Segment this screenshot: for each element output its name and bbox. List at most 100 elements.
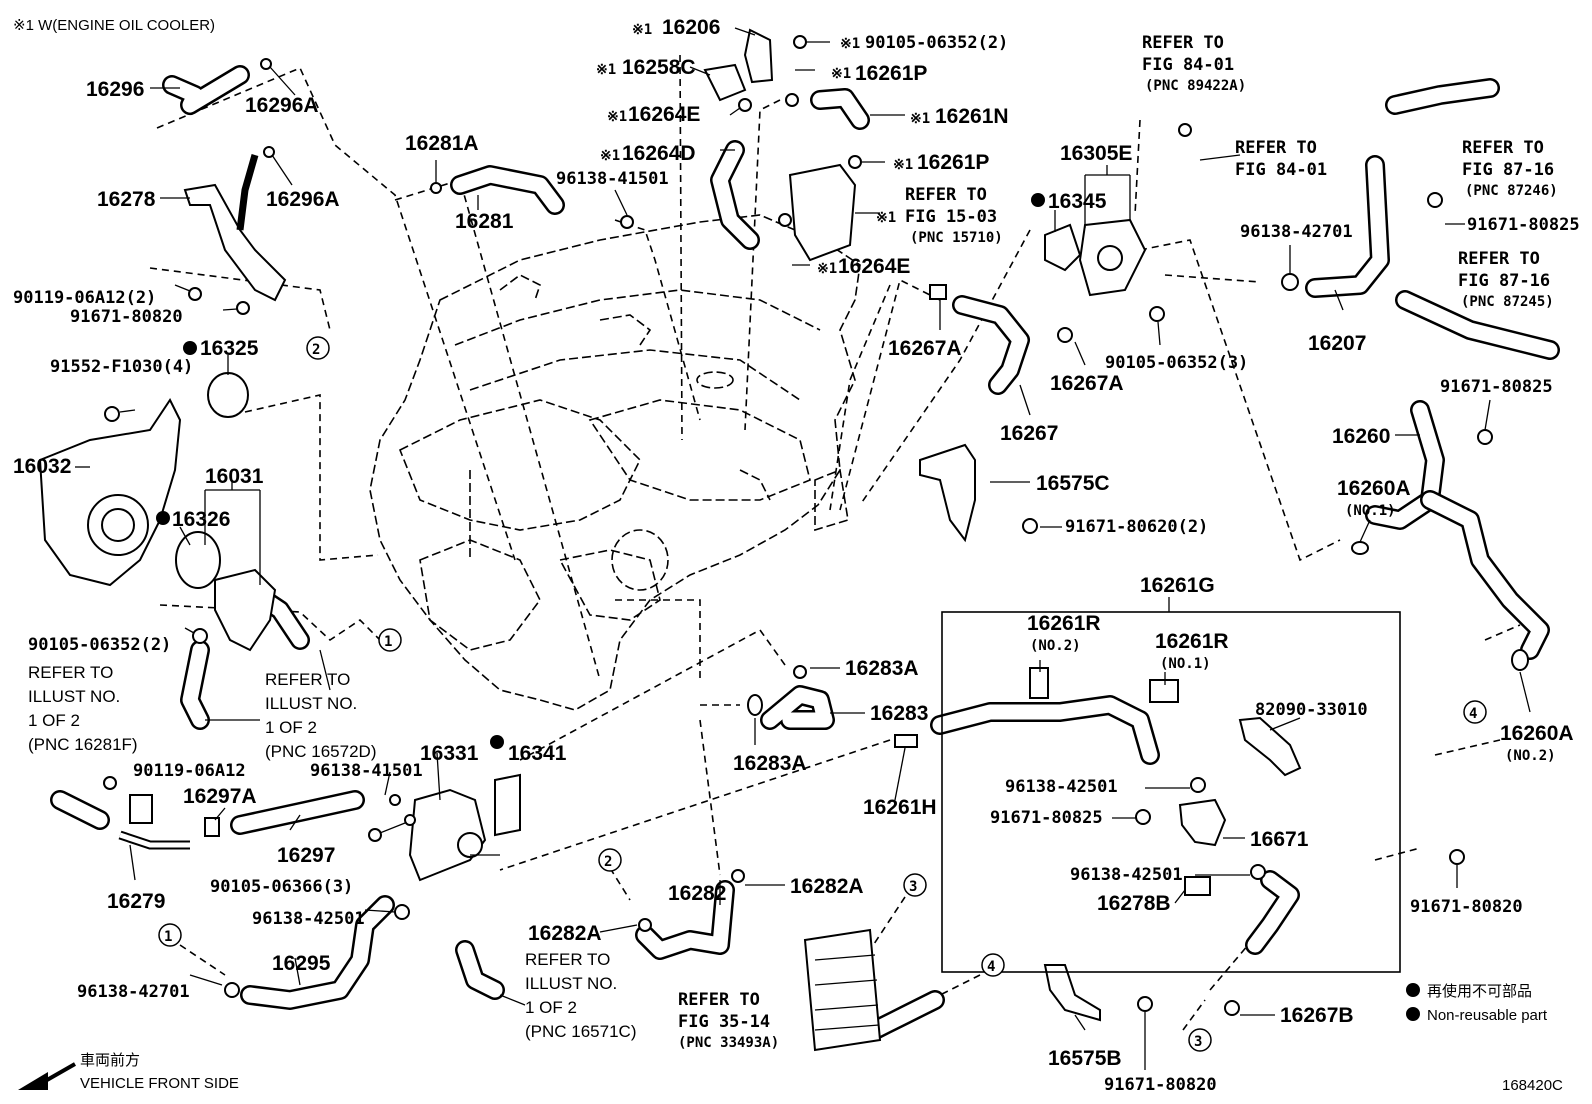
ref-89422A-line2: FIG 84-01 [1142,55,1234,75]
label-96138-42701: 96138-42701 [1240,222,1353,242]
hose-cooler-out [865,990,945,1040]
marker-4: 4 [1469,706,1477,722]
ref-16572D-line3: 1 OF 2 [265,718,317,737]
marker-note-1: ※1 [840,36,860,52]
sensor-16671 [1178,798,1227,847]
label-91671-80825: 91671-80825 [1440,377,1553,397]
engine-block-outline [369,214,861,711]
label-16261P: 16261P [855,62,927,85]
clamp-16260A-2 [1511,649,1529,671]
label-16258C: 16258C [622,56,696,79]
bracket-16278 [183,183,287,302]
label-16267B: 16267B [1280,1004,1354,1027]
label-16283: 16283 [870,702,928,725]
label-16260: 16260 [1332,425,1390,448]
label-16267A: 16267A [888,337,962,360]
label-16261R: 16261R [1027,612,1101,635]
label-16282A: 16282A [528,922,602,945]
ref-16571C-line2: ILLUST NO. [525,974,617,993]
legend-ja: 再使用不可部品 [1427,983,1532,1000]
plate-16206 [743,28,774,84]
dashed-connector-lines [149,54,1521,1031]
non-reusable-dot-icon [490,735,504,749]
ref-8401-line1: REFER TO [1235,138,1317,158]
connection-markers: 2 1 1 2 3 4 3 4 [158,336,1487,1052]
label-96138-41501: 96138-41501 [310,761,423,781]
hose-16261N [810,88,870,130]
gasket-16326 [175,531,221,589]
hose-16264D [710,140,760,250]
label-16278B: 16278B [1097,892,1171,915]
ring-16283A-2 [747,694,763,716]
label-16264E: 16264E [838,255,910,278]
marker-note-1: ※1 [817,261,837,277]
non-reusable-dot-icon [1406,1007,1420,1021]
label-90119-06A12: 90119-06A12 [133,761,246,781]
marker-note-1: ※1 [607,109,627,125]
label-16261R-no1: (NO.1) [1160,656,1211,672]
leader-lines [75,27,1531,1070]
label-16260A-no1: (NO.1) [1345,503,1396,519]
label-16032: 16032 [13,455,71,478]
hose-16297 [230,790,365,835]
label-16267A: 16267A [1050,372,1124,395]
hoses [50,65,1560,1040]
gasket-16345 [1044,223,1082,272]
clamp-16260A-1 [1351,541,1369,555]
label-91671-80825: 91671-80825 [990,808,1103,828]
label-91552-F1030: 91552-F1030(4) [50,357,193,377]
ref-33493A-line2: FIG 35-14 [678,1012,770,1032]
clamp-16261R-1 [1149,679,1179,703]
label-96138-42501: 96138-42501 [1005,777,1118,797]
connector-82090-33010 [1238,716,1302,777]
label-16296A: 16296A [266,188,340,211]
label-90105-06366-3: 90105-06366(3) [210,877,353,897]
gasket-16258C [703,63,747,102]
label-82090-33010: 82090-33010 [1255,700,1368,720]
ref-33493A-line3: (PNC 33493A) [678,1035,779,1051]
ref-87246-line2: FIG 87-16 [1462,160,1554,180]
hose-16279 [118,830,190,850]
ref-16571C-line1: REFER TO [525,950,610,969]
figure-code: 168420C [1502,1077,1563,1094]
bracket-16575C [919,443,976,543]
marker-2: 2 [312,342,320,358]
label-16575C: 16575C [1036,472,1110,495]
label-96138-41501: 96138-41501 [556,169,669,189]
ref-16572D-line4: (PNC 16572D) [265,742,377,761]
clamp-16267A [929,284,947,300]
label-16671: 16671 [1250,828,1309,851]
non-reusable-dot-icon [183,341,197,355]
hose-16261G [930,695,1160,765]
label-96138-42501: 96138-42501 [252,909,365,929]
hose-16260-b [1420,490,1550,660]
hose-16279-a [50,790,110,830]
kit-box-16261G [941,611,1401,973]
clamp-16278B [1184,876,1211,896]
label-16261N: 16261N [935,105,1009,128]
label-16341: 16341 [508,742,567,765]
hose-16282 [635,880,735,960]
label-16264D: 16264D [622,142,696,165]
fasteners [103,35,1493,1016]
label-16261H: 16261H [863,796,937,819]
label-16260A-no2: (NO.2) [1505,748,1556,764]
label-16305E: 16305E [1060,142,1132,165]
ref-15710-line2: FIG 15-03 [905,207,997,227]
label-91671-80825: 91671-80825 [1467,215,1580,235]
marker-1: 1 [384,634,392,650]
marker-3: 3 [1194,1034,1202,1050]
ref-16281F-line3: 1 OF 2 [28,711,80,730]
label-16331: 16331 [420,742,479,765]
marker-2: 2 [604,854,612,870]
label-91671-80820: 91671-80820 [70,307,183,327]
marker-note-1: ※1 [632,22,652,38]
label-16297: 16297 [277,844,335,867]
label-16295: 16295 [272,952,331,975]
hose-16296 [162,65,250,115]
label-16267: 16267 [1000,422,1058,445]
label-16283A: 16283A [845,657,919,680]
ref-16571C-line3: 1 OF 2 [525,998,577,1017]
ref-16572D-line2: ILLUST NO. [265,694,357,713]
label-16207: 16207 [1308,332,1366,355]
